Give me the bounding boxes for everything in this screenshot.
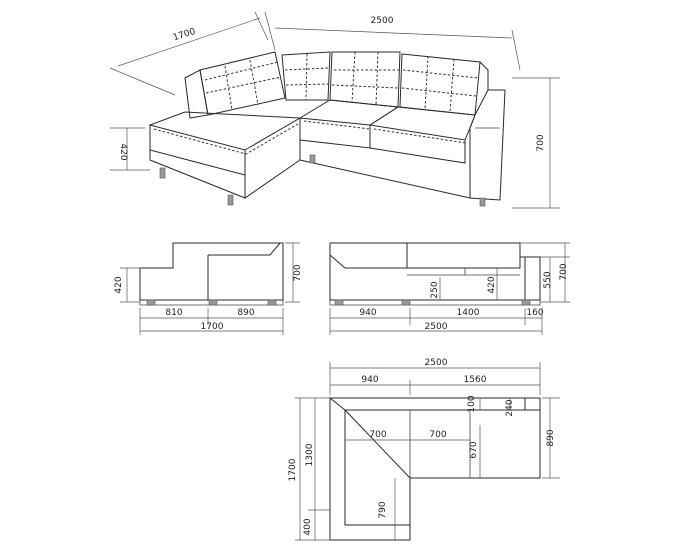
- label-top-upper-depth: 1300: [305, 443, 315, 466]
- label-top-total-depth: 1700: [288, 458, 298, 481]
- label-iso-seat-height: 420: [118, 143, 128, 160]
- label-top-total-width: 2500: [425, 358, 448, 368]
- label-side-total: 1700: [201, 322, 224, 332]
- top-view: [295, 362, 560, 541]
- label-front-chaise: 940: [359, 308, 376, 318]
- side-view: [120, 242, 300, 335]
- label-side-chaise: 810: [165, 308, 182, 318]
- label-front-height: 700: [559, 263, 569, 280]
- label-iso-width: 2500: [371, 16, 394, 26]
- label-top-chaise-depth: 790: [378, 501, 388, 518]
- label-front-arm-height: 550: [543, 271, 553, 288]
- label-front-cushion: 250: [430, 281, 440, 298]
- label-top-cushion-1: 700: [369, 430, 386, 440]
- label-side-back: 890: [237, 308, 254, 318]
- label-iso-height: 700: [536, 134, 546, 151]
- label-top-cushion-2: 700: [429, 430, 446, 440]
- label-front-seat-height: 420: [487, 276, 497, 293]
- label-top-back-width: 1560: [464, 375, 487, 385]
- label-front-total: 2500: [425, 322, 448, 332]
- label-front-seat-section: 1400: [457, 308, 480, 318]
- label-top-chaise-end: 400: [303, 518, 313, 535]
- label-top-seat-depth: 670: [469, 441, 479, 458]
- iso-view: [109, 11, 560, 209]
- label-front-arm: 160: [526, 308, 543, 318]
- label-side-height: 700: [293, 264, 303, 281]
- front-view: [329, 242, 570, 335]
- label-top-back-depth: 100: [467, 395, 477, 412]
- label-side-seat-height: 420: [114, 276, 124, 293]
- label-top-section-depth: 890: [546, 429, 556, 446]
- label-top-arm-depth: 240: [505, 399, 515, 416]
- label-top-chaise-width: 940: [361, 375, 378, 385]
